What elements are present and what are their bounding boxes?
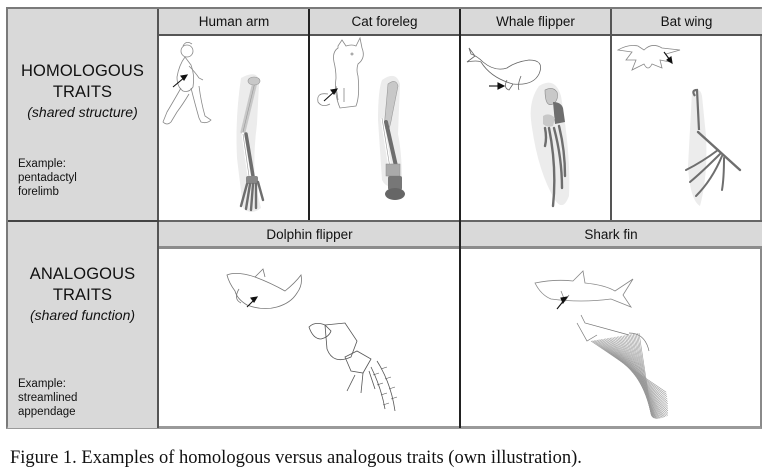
column-header-cat-foreleg: Cat foreleg	[309, 9, 460, 36]
cat-foreleg-skeleton	[378, 75, 405, 200]
whale-flipper-skeleton	[530, 82, 570, 208]
column-divider	[459, 220, 461, 428]
row-subtitle: (shared function)	[29, 307, 136, 323]
row-title-line2: TRAITS	[52, 286, 113, 304]
row-label-analogous: ANALOGOUS TRAITS (shared function) Examp…	[8, 222, 159, 428]
fin-ray	[618, 336, 658, 419]
illustration-human-arm	[159, 36, 308, 220]
arrow-icon	[663, 51, 673, 65]
example-label: Example:	[18, 158, 66, 170]
column-divider	[308, 9, 310, 220]
example-line2: forelimb	[18, 186, 59, 198]
fin-ray	[638, 332, 652, 413]
row-title-line2: TRAITS	[52, 83, 113, 101]
column-divider	[459, 9, 461, 220]
shark-fin-skeleton	[576, 314, 669, 419]
arrow-icon	[489, 82, 506, 90]
whale-icon	[466, 47, 542, 91]
bat-wing-skeleton	[685, 88, 742, 206]
illustration-shark-fin	[461, 249, 762, 428]
figure-caption: Figure 1. Examples of homologous versus …	[10, 448, 582, 468]
column-header-bat-wing: Bat wing	[611, 9, 762, 36]
fin-ray	[619, 336, 657, 419]
example-line1: streamlined	[18, 392, 78, 404]
dolphin-flipper-skeleton	[308, 322, 398, 412]
column-divider	[610, 9, 612, 220]
example-line1: pentadactyl	[18, 172, 77, 184]
example-line2: appendage	[18, 406, 76, 418]
arrow-icon	[323, 88, 339, 102]
illustration-whale-flipper	[461, 36, 610, 220]
human-arm-skeleton	[236, 74, 265, 212]
row-title-line1: HOMOLOGOUS	[21, 62, 144, 80]
illustration-bat-wing	[612, 36, 762, 220]
illustration-cat-foreleg	[310, 36, 459, 220]
row-title-line1: ANALOGOUS	[29, 265, 136, 283]
row-label-homologous: HOMOLOGOUS TRAITS (shared structure) Exa…	[8, 9, 159, 220]
figure: HOMOLOGOUS TRAITS (shared structure) Exa…	[6, 7, 762, 468]
column-header-shark-fin: Shark fin	[460, 220, 762, 249]
column-header-whale-flipper: Whale flipper	[460, 9, 611, 36]
column-header-human-arm: Human arm	[159, 9, 309, 36]
dolphin-icon	[226, 268, 302, 309]
sitting-cat-icon	[317, 36, 364, 109]
row-subtitle: (shared structure)	[27, 104, 138, 120]
comparison-table: HOMOLOGOUS TRAITS (shared structure) Exa…	[6, 7, 762, 429]
fin-ray	[637, 333, 652, 413]
arrow-icon	[246, 296, 259, 308]
shark-icon	[534, 270, 634, 308]
arrow-icon	[556, 296, 569, 310]
flying-bat-icon	[616, 45, 681, 71]
example-label: Example:	[18, 378, 66, 390]
arrow-icon	[172, 74, 189, 88]
illustration-dolphin-flipper	[159, 249, 459, 428]
column-header-dolphin-flipper: Dolphin flipper	[159, 220, 460, 249]
walking-person-icon	[162, 42, 212, 125]
